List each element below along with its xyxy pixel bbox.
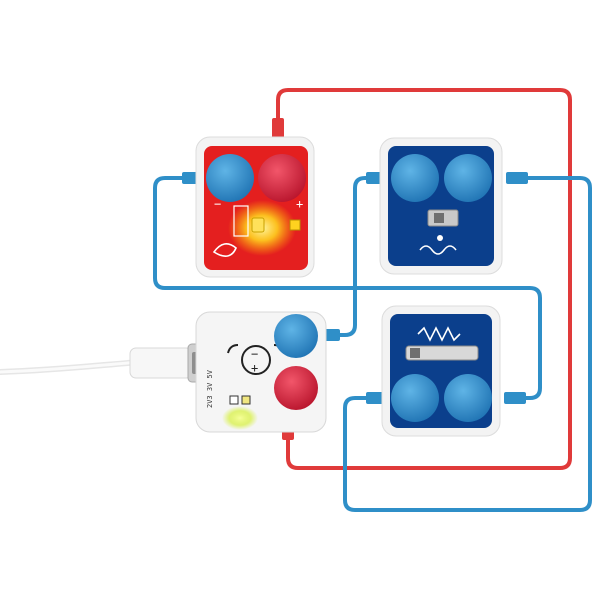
power-minus-button[interactable] [274, 314, 318, 358]
switch-right-button[interactable] [444, 154, 492, 202]
led-plus-button[interactable] [258, 154, 306, 202]
led-minus-label: − [214, 197, 221, 211]
slider-left-button[interactable] [391, 374, 439, 422]
usb-cable [0, 343, 213, 383]
power-plus-button[interactable] [274, 366, 318, 410]
battery-symbol-icon [241, 345, 271, 375]
blue-wires [153, 176, 592, 512]
voltage-markings: 2V3 3V 5V [206, 369, 214, 408]
led-module: − + [195, 136, 315, 278]
led-minus-button[interactable] [206, 154, 254, 202]
red-wire-top [276, 88, 572, 470]
resistor-wave-icon [417, 326, 461, 342]
switch-left-button[interactable] [391, 154, 439, 202]
switch-module [379, 137, 503, 275]
power-minus-label: − [251, 347, 258, 361]
power-plus-label: + [251, 361, 258, 375]
slider-track[interactable] [405, 345, 479, 361]
slider-handle[interactable] [410, 348, 420, 358]
slider-right-button[interactable] [444, 374, 492, 422]
led-plus-label: + [296, 197, 303, 211]
switch-symbol-icon [419, 245, 457, 255]
